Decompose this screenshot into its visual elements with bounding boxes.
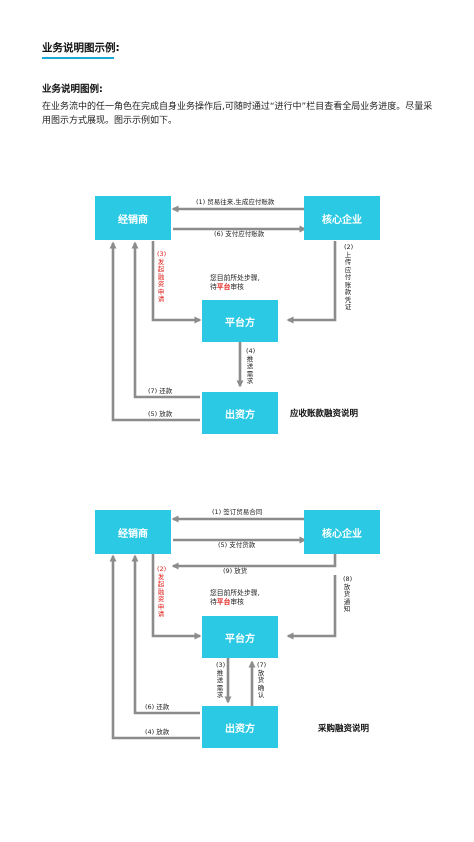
d2-label-e5: (5) 支付货款 [218, 541, 256, 549]
d1-label-e1: (1) 贸易往来,生成应付账款 [196, 198, 275, 206]
d2-label-e6: (6) 还款 [145, 703, 170, 711]
d2-node-core: 核心企业 [304, 510, 380, 554]
d1-node-platform: 平台方 [202, 300, 278, 342]
d2-step-note-line2: 待平台审核 [210, 598, 244, 606]
d1-label-e7: (7) 还款 [148, 387, 173, 395]
d1-arrow-e7 [131, 241, 200, 399]
d1-step-note: 您目前所处步骤, 待平台审核 [210, 274, 260, 292]
d2-arrow-e4 [109, 554, 200, 740]
d1-arrow-e5 [109, 241, 200, 422]
d2-arrow-e6 [131, 554, 200, 715]
d2-caption: 采购融资说明 [318, 724, 370, 734]
d1-label-e2: (2)上传应付账款凭证 [344, 243, 354, 311]
d1-node-dealer: 经销商 [95, 196, 171, 240]
d2-node-dealer: 经销商 [95, 510, 171, 554]
d2-label-e1: (1) 签订贸易合同 [212, 508, 263, 516]
d2-step-note-line1: 您目前所处步骤, [210, 589, 260, 597]
section-description: 在业务流中的任一角色在完成自身业务操作后,可随时通过“进行中”栏目查看全局业务进… [42, 102, 433, 126]
page-title: 业务说明图示例: [42, 42, 120, 54]
d2-label-e7: (7)放货确认 [257, 661, 267, 699]
d2-node-funder: 出资方 [202, 706, 278, 748]
d1-label-e3: (3)发起融资申请 [157, 250, 167, 303]
d1-caption: 应收账款融资说明 [290, 409, 359, 419]
d1-label-e5: (5) 放款 [148, 410, 173, 418]
d2-label-e2: (2)发起融资申请 [157, 565, 167, 618]
d1-arrow-e3 [151, 241, 202, 324]
d2-label-e9: (9) 放货 [223, 567, 248, 575]
d2-node-platform: 平台方 [202, 616, 278, 658]
d2-arrow-e8 [286, 575, 337, 640]
title-underline [42, 57, 114, 59]
d2-step-note: 您目前所处步骤, 待平台审核 [210, 589, 260, 607]
d1-step-note-line2: 待平台审核 [210, 283, 244, 291]
section-subtitle: 业务说明图例: [42, 84, 103, 95]
d1-arrow-e2 [286, 241, 337, 324]
d2-label-e8: (8)放货通知 [343, 575, 353, 613]
d1-label-e4: (4)推送需求 [246, 347, 256, 385]
d1-label-e6: (6) 支付应付账款 [214, 230, 265, 238]
d2-label-e3: (3)推送需求 [216, 661, 226, 699]
d1-step-note-line1: 您目前所处步骤, [210, 274, 260, 282]
d1-node-funder: 出资方 [202, 392, 278, 434]
d2-arrow-e9 [171, 553, 337, 570]
d2-arrow-e2 [151, 553, 202, 640]
d1-node-core: 核心企业 [304, 196, 380, 240]
d2-label-e4: (4) 放款 [145, 728, 170, 736]
